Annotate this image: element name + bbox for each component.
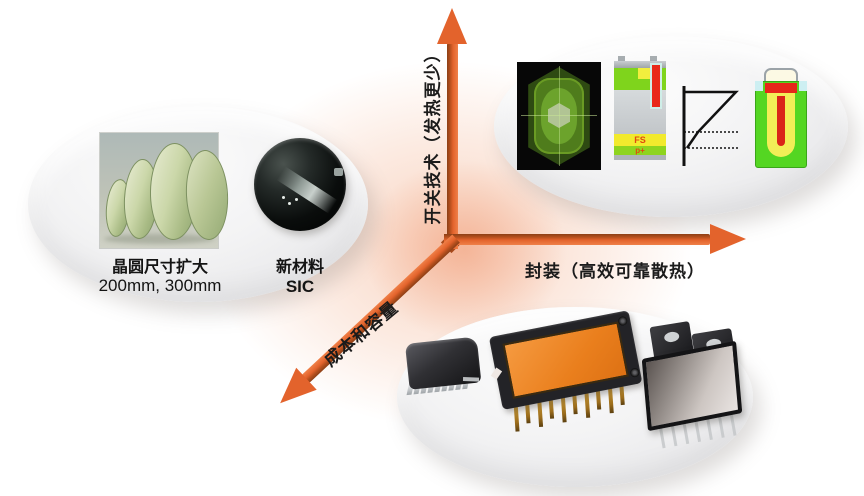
electric-field-profile-plot — [682, 86, 739, 166]
field-stop-layer: FS — [614, 134, 666, 146]
module-mounting-hole — [617, 315, 629, 327]
power-module-with-to-packages-photo — [641, 318, 756, 449]
vertical-axis-shaft — [446, 43, 458, 249]
horizontal-axis-arrow — [444, 224, 747, 254]
n-source-region — [638, 68, 653, 79]
field-stop-igbt-cross-section: FS p+ — [614, 56, 676, 160]
die-crosshair-vertical — [559, 66, 560, 166]
package-edge-highlight — [462, 377, 480, 382]
stacked-green-wafers-photo — [100, 133, 231, 248]
horizontal-axis-arrowhead-icon — [710, 224, 746, 254]
new-material-caption: 新材料 — [275, 259, 324, 276]
igbt-die-thermal-image — [517, 62, 601, 170]
wafer-shadow — [104, 234, 214, 244]
sic-glint — [295, 198, 298, 201]
collector-layer: p+ — [614, 146, 666, 155]
module-orange-substrate — [502, 321, 629, 399]
horizontal-axis-shaft — [444, 233, 710, 245]
smd-power-package-photo — [401, 336, 489, 406]
cell-emitter-bar — [765, 83, 797, 93]
sic-wafer-reflection — [276, 166, 338, 214]
vertical-axis-label: 开关技术（发热更少） — [423, 44, 443, 225]
package-body — [404, 336, 482, 390]
die-crosshair-horizontal — [521, 115, 597, 116]
trench-gate-cell-diagram — [752, 68, 812, 170]
emitter-metal-layer — [614, 61, 666, 68]
cell-oxide-tab — [799, 81, 807, 91]
collector-metal-layer — [614, 155, 666, 160]
vertical-axis-arrowhead-icon — [437, 8, 467, 44]
sic-wafer-tab — [334, 168, 343, 176]
trench-gate — [650, 63, 662, 109]
cell-trench-gate — [777, 96, 785, 146]
sic-glint — [282, 196, 285, 199]
emitter-pin — [650, 56, 657, 62]
new-material-value: SIC — [285, 277, 315, 296]
emitter-pin — [618, 56, 625, 62]
cell-oxide-tab — [755, 81, 763, 91]
dark-sic-wafer-photo — [254, 138, 346, 231]
horizontal-axis-label: 封装（高效可靠散热） — [525, 262, 705, 281]
module-mounting-hole — [629, 367, 641, 378]
to-package-hole — [663, 330, 680, 344]
sic-glint — [288, 202, 291, 205]
wafer-size-values: 200mm, 300mm — [98, 276, 222, 295]
wafer-size-caption: 晶圆尺寸扩大 — [111, 259, 208, 276]
